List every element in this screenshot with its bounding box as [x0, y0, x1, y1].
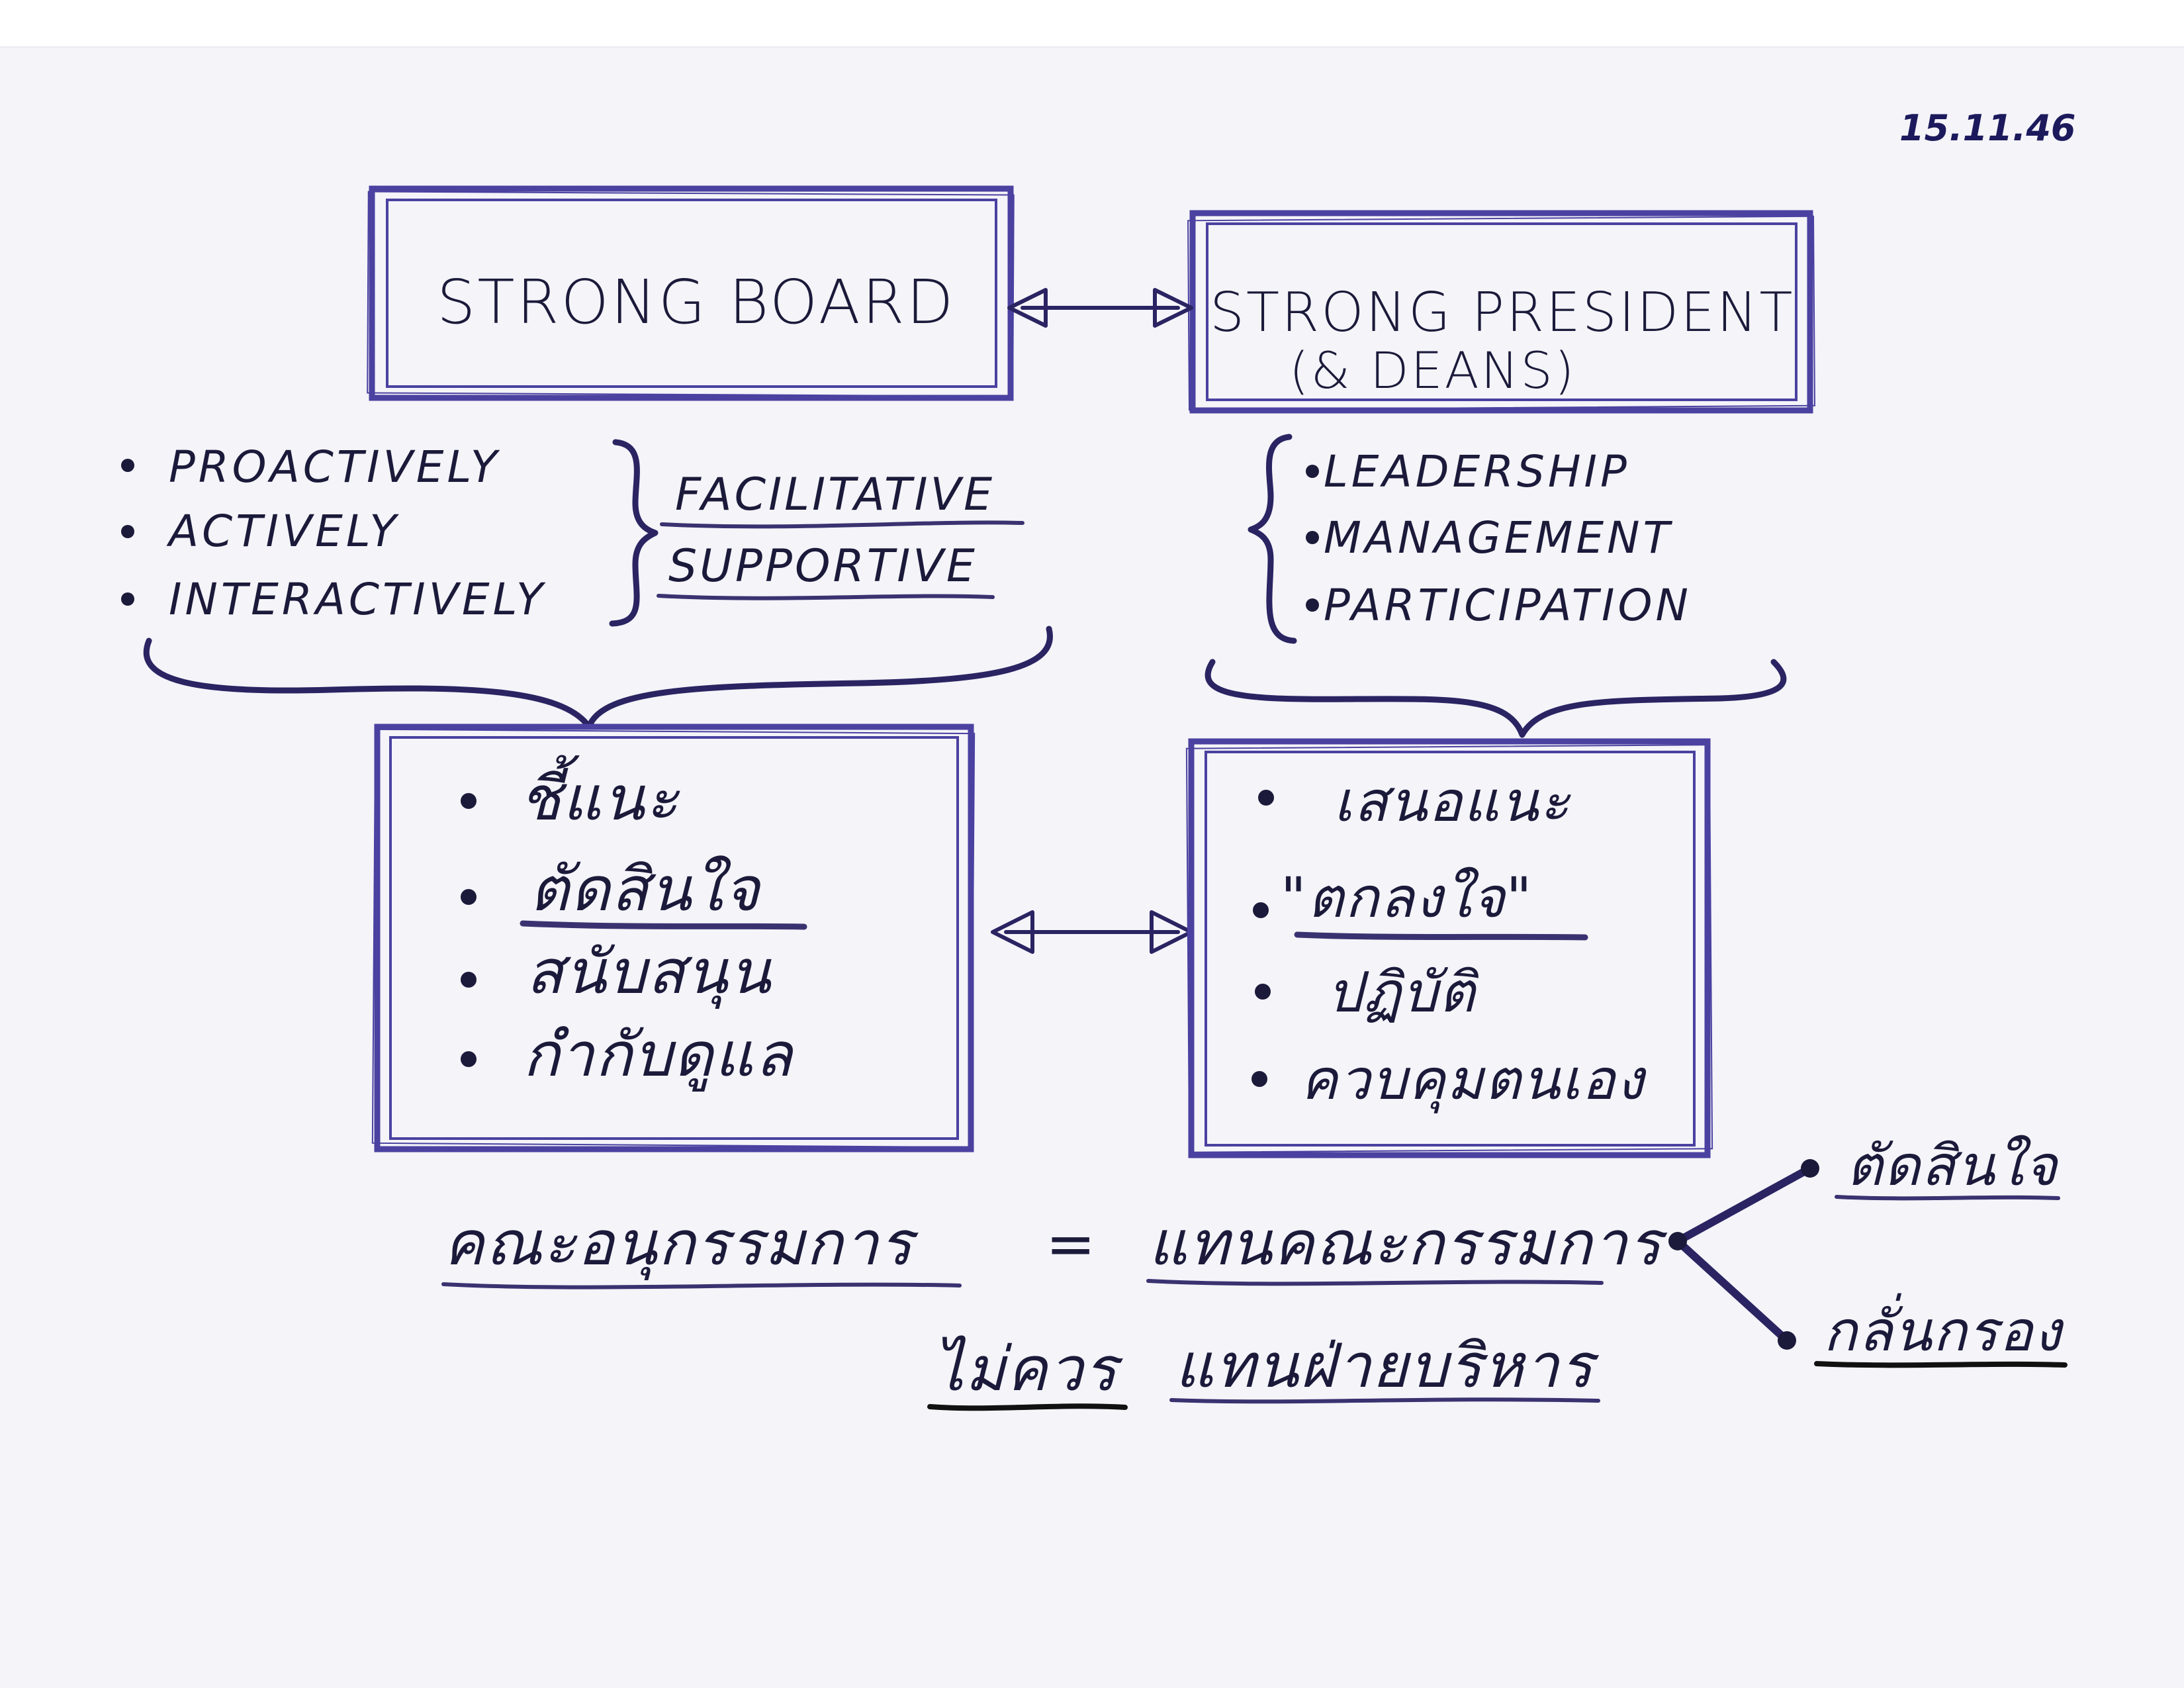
board-roles-list: FACILITATIVE SUPPORTIVE [657, 469, 1024, 600]
president-duty-agree: "ตกลงใจ" [1281, 865, 1533, 930]
board-duty-guide: ชี้แนะ [520, 755, 680, 834]
president-duty-propose: เสนอแนะ [1334, 769, 1571, 834]
paper-sheet [0, 46, 2184, 1688]
strong-president-title: STRONG PRESIDENT [1210, 281, 1794, 344]
branch-decide: ตัดสินใจ [1846, 1133, 2060, 1198]
president-duties-box: เสนอแนะ "ตกลงใจ" ปฏิบัติ ควบคุมตนเอง [1185, 738, 1713, 1158]
board-duty-support: สนับสนุน [526, 937, 772, 1009]
top-double-arrow [1007, 288, 1193, 328]
mode-actively: ACTIVELY [166, 506, 400, 557]
strong-president-subtitle: (& DEANS) [1289, 341, 1576, 400]
board-modes-list: PROACTIVELY ACTIVELY INTERACTIVELY [121, 439, 659, 627]
represent-committee-term: แทนคณะกรรมการ [1148, 1208, 1668, 1279]
branch-screen: กลั่นกรอง [1823, 1293, 2064, 1364]
quality-leadership: LEADERSHIP [1324, 446, 1630, 497]
board-brace [143, 626, 1053, 730]
board-duty-decide: ตัดสินใจ [529, 854, 762, 925]
board-duty-oversee: กำกับดูแล [523, 1019, 795, 1092]
should-not-label: ไม่ควร [933, 1334, 1123, 1405]
quality-management: MANAGEMENT [1324, 512, 1673, 563]
role-supportive: SUPPORTIVE [668, 540, 978, 592]
equals-sign: = [1046, 1209, 1095, 1279]
strong-president-box: STRONG PRESIDENT (& DEANS) [1187, 210, 1816, 414]
president-duty-execute: ปฏิบัติ [1327, 960, 1480, 1025]
mode-proactively: PROACTIVELY [169, 442, 500, 492]
strong-board-title: STRONG BOARD [437, 267, 955, 338]
mode-interactively: INTERACTIVELY [169, 574, 546, 625]
president-qualities-list: LEADERSHIP MANAGEMENT PARTICIPATION [1248, 434, 1692, 644]
date-stamp: 15.11.46 [1899, 107, 2075, 149]
president-duty-self-control: ควบคุมตนเอง [1300, 1047, 1647, 1113]
represent-management-term: แทนฝ่ายบริหาร [1175, 1331, 1599, 1401]
subcommittee-statement: คณะอนุกรรมการ = แทนคณะกรรมการ ไม่ควร แทน… [441, 1208, 1668, 1411]
board-duties-box: ชี้แนะ ตัดสินใจ สนับสนุน กำกับดูแล [371, 724, 976, 1152]
quality-participation: PARTICIPATION [1324, 580, 1692, 631]
subcommittee-term: คณะอนุกรรมการ [443, 1208, 919, 1280]
role-facilitative: FACILITATIVE [675, 469, 995, 521]
branch-connector: ตัดสินใจ กลั่นกรอง [1668, 1133, 2068, 1368]
president-brace [1205, 659, 1787, 738]
middle-double-arrow [991, 910, 1193, 954]
strong-board-box: STRONG BOARD [367, 185, 1015, 401]
